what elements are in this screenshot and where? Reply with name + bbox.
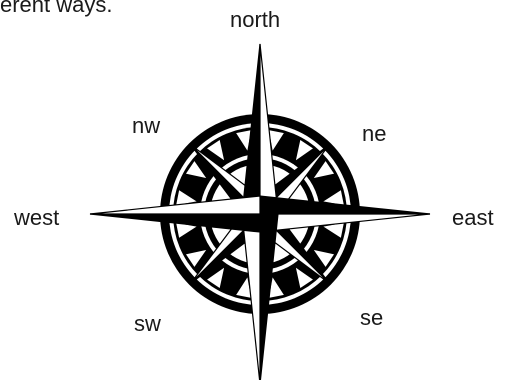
label-nw: nw [132, 114, 160, 138]
label-ne: ne [362, 122, 386, 146]
label-sw: sw [134, 312, 161, 336]
label-east: east [452, 206, 494, 230]
label-north: north [230, 8, 280, 32]
label-se: se [360, 306, 383, 330]
label-west: west [14, 206, 59, 230]
